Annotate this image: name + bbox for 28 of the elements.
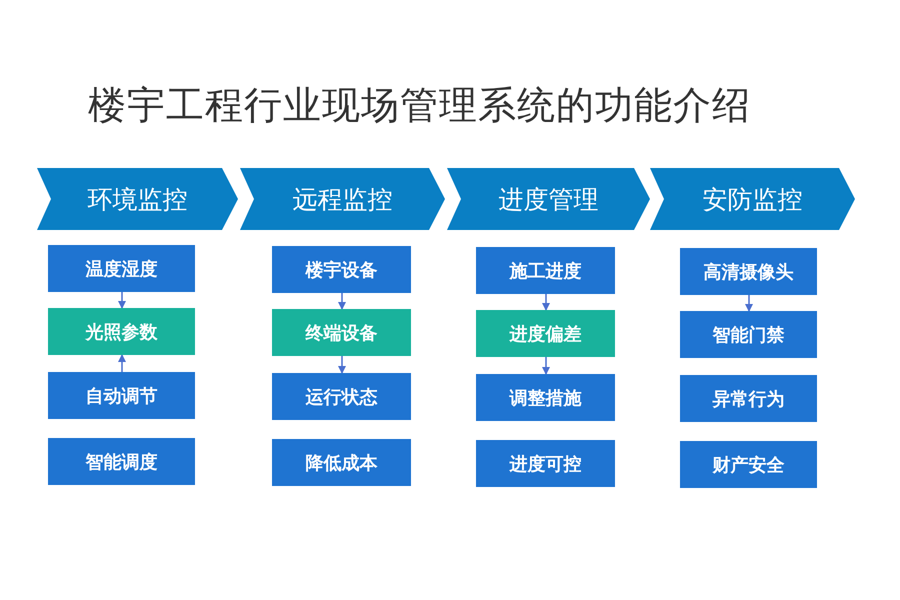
feature-box: 光照参数 (48, 308, 195, 355)
feature-box: 进度可控 (476, 440, 615, 487)
arrow (118, 354, 126, 372)
feature-box: 财产安全 (680, 441, 817, 488)
arrow (338, 293, 346, 310)
feature-box: 楼宇设备 (272, 246, 411, 293)
feature-box: 自动调节 (48, 372, 195, 419)
feature-box: 智能调度 (48, 438, 195, 485)
feature-box: 终端设备 (272, 309, 411, 356)
feature-box: 降低成本 (272, 439, 411, 486)
feature-box: 高清摄像头 (680, 248, 817, 295)
step-heading: 环境监控 (88, 184, 188, 216)
feature-box: 异常行为 (680, 375, 817, 422)
feature-box: 施工进度 (476, 247, 615, 294)
feature-box: 温度湿度 (48, 245, 195, 292)
feature-box: 智能门禁 (680, 311, 817, 358)
step-heading: 远程监控 (292, 184, 392, 216)
step-heading: 进度管理 (498, 184, 598, 216)
arrow (338, 356, 346, 374)
step-heading: 安防监控 (702, 184, 802, 216)
arrow (118, 292, 126, 309)
arrow (542, 294, 550, 311)
feature-box: 运行状态 (272, 373, 411, 420)
feature-box: 调整措施 (476, 374, 615, 421)
feature-box: 进度偏差 (476, 310, 615, 357)
arrow (745, 295, 753, 312)
arrow (542, 357, 550, 375)
title: 楼宇工程行业现场管理系统的功能介绍 (88, 82, 751, 129)
